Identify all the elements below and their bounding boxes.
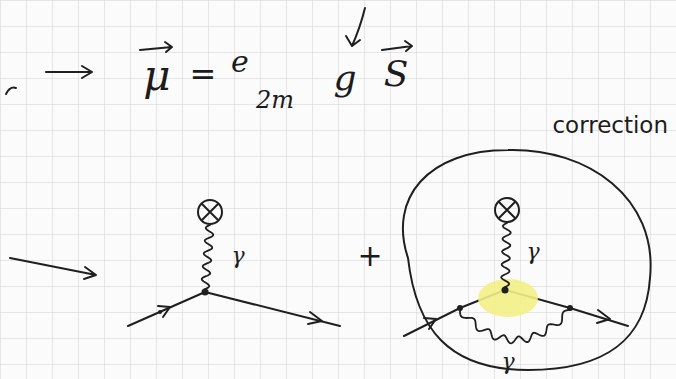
fermion-arrow [158,306,170,317]
pen-mark [6,88,16,94]
formula-symbol: 2m [256,88,294,112]
external-field-symbol [499,202,515,218]
formula-symbol: g [333,60,356,96]
external-field-symbol [495,198,519,222]
photon-line [460,310,570,343]
fermion-arrow [597,310,610,323]
photon-label: γ [231,245,244,267]
enclosure-outline [388,108,672,374]
external-field-symbol [202,204,218,220]
fermion-arrow [308,312,322,324]
enclosure-outline [403,150,651,370]
vertex-dot [158,310,162,314]
pointer-arrow [46,66,92,78]
external-field-symbol [198,200,222,224]
photon-line [501,223,510,287]
photon-line [202,225,213,289]
formula-symbol: S [384,56,409,92]
formula-symbol: e [231,47,249,77]
pointer-arrow [346,8,365,46]
plus-sign: + [357,241,382,271]
correction-region: correction [388,108,672,374]
photon-label: γ [526,241,539,263]
vector-arrow [382,41,412,51]
formula-symbol: = [190,58,217,90]
region-heading: correction [552,114,668,137]
pointer-arrow [10,258,96,279]
electron-line [128,292,340,326]
formula-symbol: μ [143,55,170,97]
vector-arrow [140,42,172,52]
